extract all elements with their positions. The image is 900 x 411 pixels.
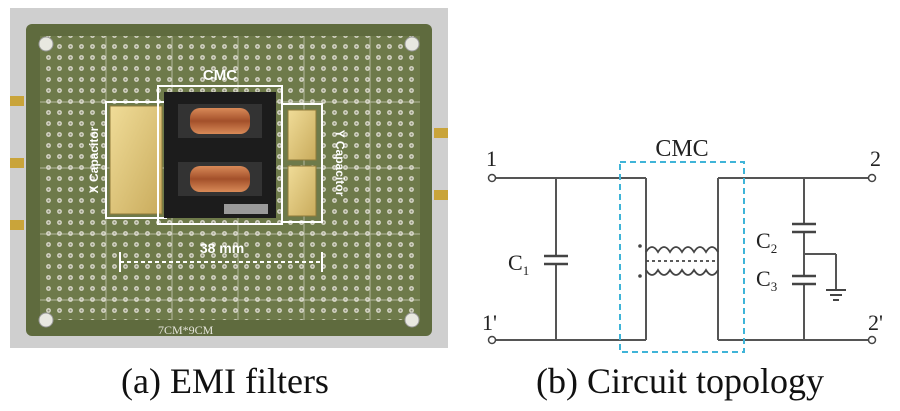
y-capacitor-2-body: [287, 165, 317, 217]
pcb-grid-lines: [40, 36, 420, 320]
c1-label: C1: [508, 250, 529, 278]
circuit-cmc-label: CMC: [655, 136, 708, 162]
mounting-holes: [38, 36, 420, 328]
cmc-winding-top: [190, 108, 250, 134]
terminal-1p: [487, 335, 497, 345]
y-capacitor-1-body: [287, 109, 317, 161]
c2-label: C2: [756, 228, 777, 256]
cmc-winding-bottom: [190, 166, 250, 192]
terminals: [487, 173, 877, 345]
terminal-2p: [867, 335, 877, 345]
circuit-wires: [494, 177, 870, 341]
dimension-arrow: [119, 252, 323, 272]
caption-emi-filters: (a) EMI filters: [121, 361, 329, 401]
terminal-1: [487, 173, 497, 183]
port-1-label: 1: [486, 146, 497, 171]
capacitor-plates: [544, 222, 816, 286]
photo-cmc-label: CMC: [203, 67, 237, 84]
cmc-pin: [224, 204, 268, 214]
cmc-inductor-icon: [645, 246, 719, 276]
c3-label: C3: [756, 266, 777, 294]
side-wires: [10, 96, 448, 230]
cmc-polarity-dots: [638, 244, 642, 278]
port-2-label: 2: [870, 146, 881, 171]
x-capacitor-body: [109, 105, 163, 215]
port-1p-label: 1': [482, 310, 497, 335]
terminal-2: [867, 173, 877, 183]
y-capacitor-outline: [281, 103, 323, 223]
port-2p-label: 2': [868, 310, 883, 335]
cmc-dashed-boundary: [619, 161, 745, 353]
circuit-topology-diagram: CMC 1 1' 2 2' C1 C2 C3: [482, 136, 883, 353]
photo-board-label: 7CM*9CM: [158, 323, 214, 337]
ground-icon: [826, 289, 846, 301]
emi-filter-photo: CMC X Capacitor Y Capacitor 38 mm 7CM*9C…: [10, 8, 448, 348]
photo-dimension-label: 38 mm: [200, 240, 244, 256]
photo-y-capacitor-label: Y Capacitor: [333, 130, 347, 197]
photo-x-capacitor-label: X Capacitor: [87, 126, 101, 193]
caption-circuit-topology: (b) Circuit topology: [536, 361, 824, 401]
